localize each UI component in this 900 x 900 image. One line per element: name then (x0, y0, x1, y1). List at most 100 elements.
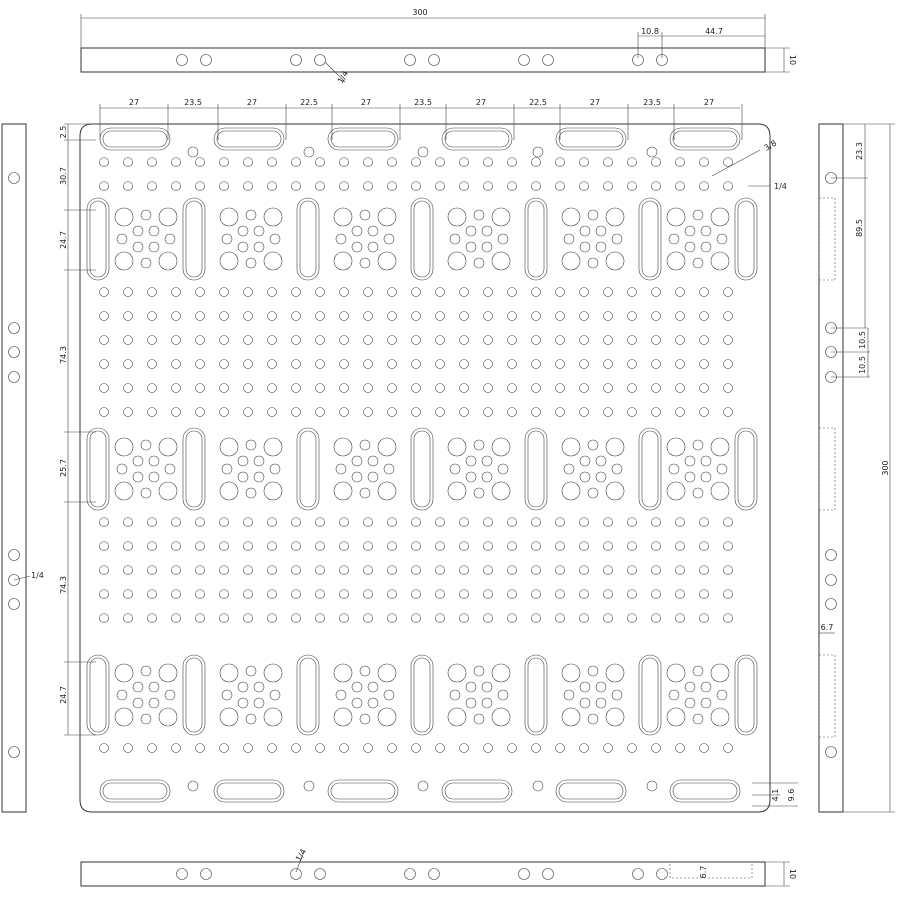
small-hole (99, 407, 109, 417)
edge-hole (518, 54, 530, 66)
small-hole (387, 359, 397, 369)
large-hole (377, 207, 397, 227)
small-hole (387, 589, 397, 599)
large-hole (158, 707, 178, 727)
small-hole (219, 541, 229, 551)
vertical-slot (86, 197, 110, 281)
large-hole (114, 437, 134, 457)
horizontal-slot-inner (102, 782, 168, 800)
edge-hole (8, 598, 20, 610)
small-hole (465, 471, 477, 483)
small-hole (387, 565, 397, 575)
small-hole (627, 287, 637, 297)
small-hole (651, 359, 661, 369)
small-hole (411, 407, 421, 417)
small-hole (675, 565, 685, 575)
small-hole (435, 157, 445, 167)
large-hole (219, 481, 239, 501)
small-hole (339, 407, 349, 417)
small-hole (243, 359, 253, 369)
small-hole (507, 359, 517, 369)
small-hole (473, 665, 485, 677)
small-hole (221, 233, 233, 245)
large-hole (561, 663, 581, 683)
small-hole (195, 311, 205, 321)
small-hole (387, 541, 397, 551)
horizontal-slot (441, 779, 513, 803)
small-hole (219, 287, 229, 297)
vertical-slot-inner (641, 200, 659, 278)
small-hole (651, 383, 661, 393)
small-hole (147, 287, 157, 297)
small-hole (351, 455, 363, 467)
large-hole (491, 481, 511, 501)
large-hole (114, 251, 134, 271)
small-hole (435, 613, 445, 623)
small-hole (351, 225, 363, 237)
left-dim-3: 24.7 (59, 231, 68, 249)
small-hole (171, 335, 181, 345)
small-hole (219, 613, 229, 623)
small-hole (363, 565, 373, 575)
small-hole (411, 743, 421, 753)
small-hole (579, 541, 589, 551)
small-hole (675, 407, 685, 417)
small-hole (219, 359, 229, 369)
small-hole (507, 407, 517, 417)
edge-hole (8, 746, 20, 758)
small-hole (387, 287, 397, 297)
edge-hole (8, 371, 20, 383)
small-hole (555, 359, 565, 369)
small-hole (359, 439, 371, 451)
vertical-slot (524, 654, 548, 736)
small-hole (483, 311, 493, 321)
small-hole (195, 589, 205, 599)
edge-hole (518, 868, 530, 880)
vertical-slot (296, 654, 320, 736)
small-hole (627, 335, 637, 345)
right-edge-outline (818, 123, 844, 813)
small-hole (99, 541, 109, 551)
small-hole (459, 287, 469, 297)
edge-hole (8, 549, 20, 561)
small-hole (315, 311, 325, 321)
small-hole (147, 335, 157, 345)
small-hole (267, 743, 277, 753)
large-hole (561, 251, 581, 271)
small-hole (267, 335, 277, 345)
small-hole (587, 487, 599, 499)
small-hole (116, 463, 128, 475)
small-hole (335, 689, 347, 701)
small-hole (531, 287, 541, 297)
small-hole (147, 743, 157, 753)
large-hole (561, 481, 581, 501)
edge-hole (428, 868, 440, 880)
small-hole (243, 335, 253, 345)
small-hole (555, 335, 565, 345)
small-hole (459, 613, 469, 623)
vertical-slot (296, 427, 320, 511)
small-hole (315, 181, 325, 191)
small-hole (315, 743, 325, 753)
large-hole (219, 207, 239, 227)
large-hole (491, 707, 511, 727)
small-hole (700, 241, 712, 253)
vertical-slot (296, 197, 320, 281)
small-hole (195, 157, 205, 167)
small-hole (219, 311, 229, 321)
small-hole (147, 407, 157, 417)
small-hole (147, 613, 157, 623)
small-hole (603, 311, 613, 321)
small-hole (579, 287, 589, 297)
small-hole (684, 225, 696, 237)
small-hole (435, 517, 445, 527)
small-hole (587, 257, 599, 269)
small-hole (367, 471, 379, 483)
small-hole (363, 287, 373, 297)
horizontal-slot (669, 779, 741, 803)
small-hole (675, 541, 685, 551)
small-hole (291, 181, 301, 191)
large-hole (114, 707, 134, 727)
small-hole (700, 681, 712, 693)
large-hole (263, 707, 283, 727)
